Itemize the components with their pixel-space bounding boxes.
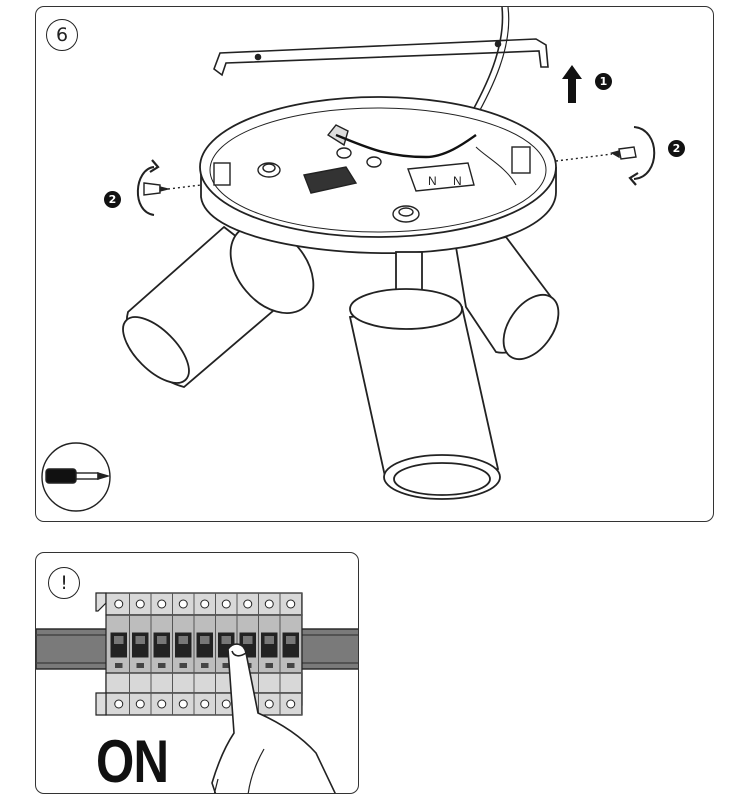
callout-1: 1 bbox=[595, 73, 612, 90]
terminal-label-n2: N bbox=[453, 174, 462, 188]
terminal-label-n1: N bbox=[428, 174, 437, 188]
screw-left bbox=[143, 182, 202, 196]
rotate-cw-icon bbox=[628, 126, 656, 186]
breaker-illustration bbox=[36, 592, 358, 793]
breaker-unit bbox=[153, 593, 173, 715]
warning-panel: ! ON bbox=[35, 552, 359, 794]
breaker-units bbox=[110, 593, 302, 715]
on-label: ON bbox=[96, 728, 169, 794]
spot-front bbox=[348, 251, 501, 500]
fixture-illustration: N N bbox=[41, 7, 656, 512]
breaker-unit bbox=[261, 593, 281, 715]
breaker-unit bbox=[110, 593, 130, 715]
canopy-plate bbox=[199, 96, 557, 255]
spot-back-right bbox=[454, 236, 560, 360]
hand-icon bbox=[211, 643, 336, 793]
breaker-unit bbox=[196, 593, 216, 715]
breaker-unit bbox=[132, 593, 152, 715]
screwdriver-icon bbox=[41, 442, 111, 512]
warning-badge: ! bbox=[48, 567, 80, 599]
canopy-internals bbox=[213, 124, 531, 223]
callout-2-right: 2 bbox=[668, 140, 685, 157]
breaker-unit bbox=[282, 593, 302, 715]
step-panel: 6 bbox=[35, 6, 714, 522]
screw-right bbox=[555, 146, 637, 162]
rotate-ccw-icon bbox=[136, 159, 160, 216]
callout-2-left: 2 bbox=[104, 191, 121, 208]
mounting-bracket bbox=[213, 38, 549, 77]
spot-left bbox=[122, 224, 315, 388]
breaker-unit bbox=[175, 593, 195, 715]
arrow-up-icon bbox=[562, 65, 582, 103]
step-number-badge: 6 bbox=[46, 19, 78, 51]
